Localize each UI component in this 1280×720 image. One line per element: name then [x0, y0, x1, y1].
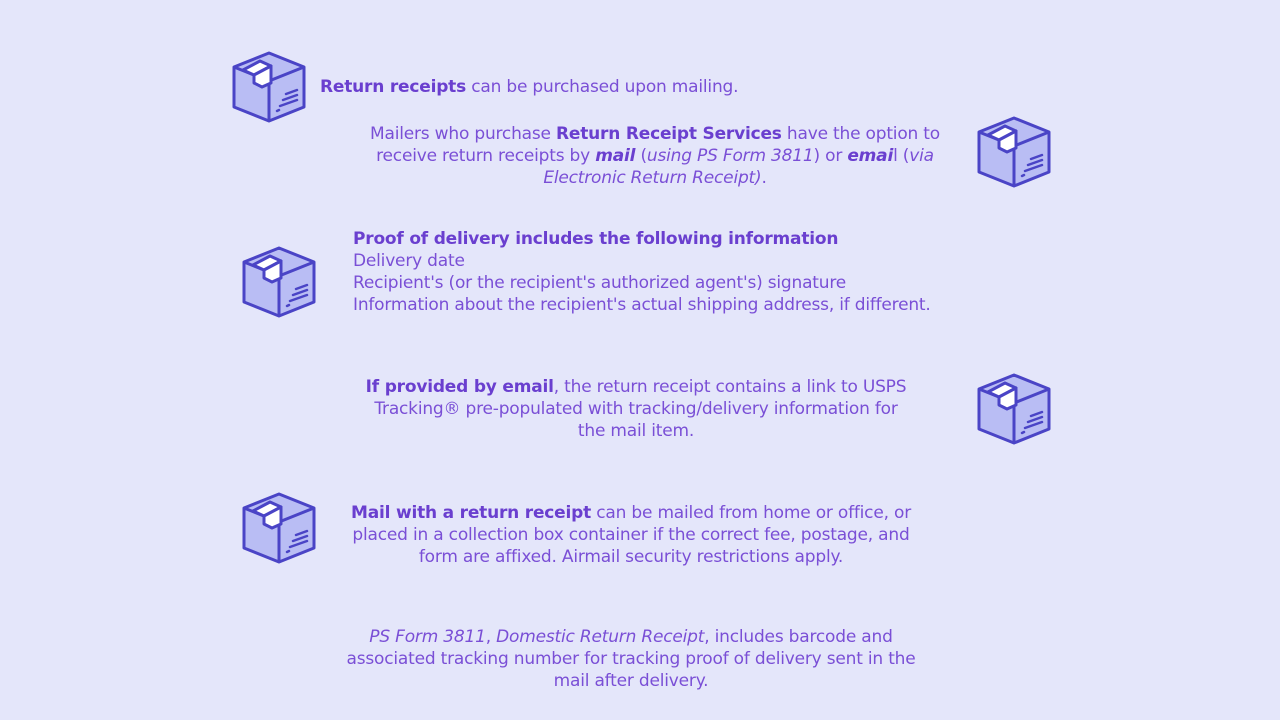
section-4-line-1: If provided by email, the return receipt…	[336, 376, 936, 398]
section-4-text: , the return receipt contains a link to …	[553, 377, 907, 397]
section-4-line-2: Tracking® pre-populated with tracking/de…	[374, 399, 898, 419]
section-2-text: have the option to	[781, 124, 940, 144]
section-2-text: receive return receipts by	[376, 146, 596, 166]
section-6-line-3: mail after delivery.	[553, 671, 709, 691]
section-5-text: can be mailed from home or office, or	[591, 503, 911, 523]
section-2-italic: Electronic Return Receipt)	[543, 168, 762, 188]
section-1-line: Return receipts can be purchased upon ma…	[320, 76, 739, 98]
section-proof-of-delivery: Proof of delivery includes the following…	[353, 228, 931, 316]
package-box-icon	[976, 115, 1052, 189]
section-5-bold: Mail with a return receipt	[351, 503, 592, 523]
section-6-text: ,	[485, 627, 497, 647]
package-box-icon	[231, 50, 307, 124]
proof-of-delivery-heading: Proof of delivery includes the following…	[353, 229, 839, 249]
section-ps-form-3811: PS Form 3811, Domestic Return Receipt, i…	[316, 626, 946, 692]
section-6-italic: Domestic Return Receipt	[496, 627, 705, 647]
package-box-icon	[976, 372, 1052, 446]
section-2-bold-italic: mail	[595, 146, 636, 166]
section-6-italic: PS Form 3811	[369, 627, 486, 647]
proof-item-delivery-date: Delivery date	[353, 251, 465, 271]
section-6-text: , includes barcode and	[704, 627, 893, 647]
section-2-text: Mailers who purchase	[370, 124, 556, 144]
proof-item-address: Information about the recipient's actual…	[353, 295, 931, 315]
section-2-italic: using PS Form 3811	[646, 146, 814, 166]
section-2-bold-italic: emai	[847, 146, 894, 166]
package-box-icon	[241, 491, 317, 565]
section-2-text: (	[635, 146, 647, 166]
section-return-receipts: Return receipts can be purchased upon ma…	[320, 76, 739, 98]
section-2-line-1: Mailers who purchase Return Receipt Serv…	[330, 123, 980, 145]
package-box-icon	[241, 245, 317, 319]
section-2-bold: Return Receipt Services	[556, 124, 782, 144]
section-5-line-2: placed in a collection box container if …	[352, 525, 910, 545]
section-2-text: .	[761, 168, 767, 188]
section-1-text: can be purchased upon mailing.	[466, 77, 739, 97]
section-6-line-1: PS Form 3811, Domestic Return Receipt, i…	[316, 626, 946, 648]
section-1-bold: Return receipts	[320, 77, 467, 97]
section-2-text: l (	[893, 146, 910, 166]
proof-item-signature: Recipient's (or the recipient's authoriz…	[353, 273, 847, 293]
section-email-receipt: If provided by email, the return receipt…	[336, 376, 936, 442]
section-5-line-1: Mail with a return receipt can be mailed…	[321, 502, 941, 524]
section-4-line-3: the mail item.	[577, 421, 695, 441]
section-4-bold: If provided by email	[365, 377, 554, 397]
section-mail-with-receipt: Mail with a return receipt can be mailed…	[321, 502, 941, 568]
section-2-line-2: receive return receipts by mail (using P…	[330, 145, 980, 167]
section-6-line-2: associated tracking number for tracking …	[346, 649, 916, 669]
section-2-italic: via	[909, 146, 934, 166]
section-return-receipt-services: Mailers who purchase Return Receipt Serv…	[330, 123, 980, 189]
section-5-line-3: form are affixed. Airmail security restr…	[418, 547, 844, 567]
section-2-line-3: Electronic Return Receipt).	[330, 167, 980, 189]
section-2-text: ) or	[813, 146, 848, 166]
